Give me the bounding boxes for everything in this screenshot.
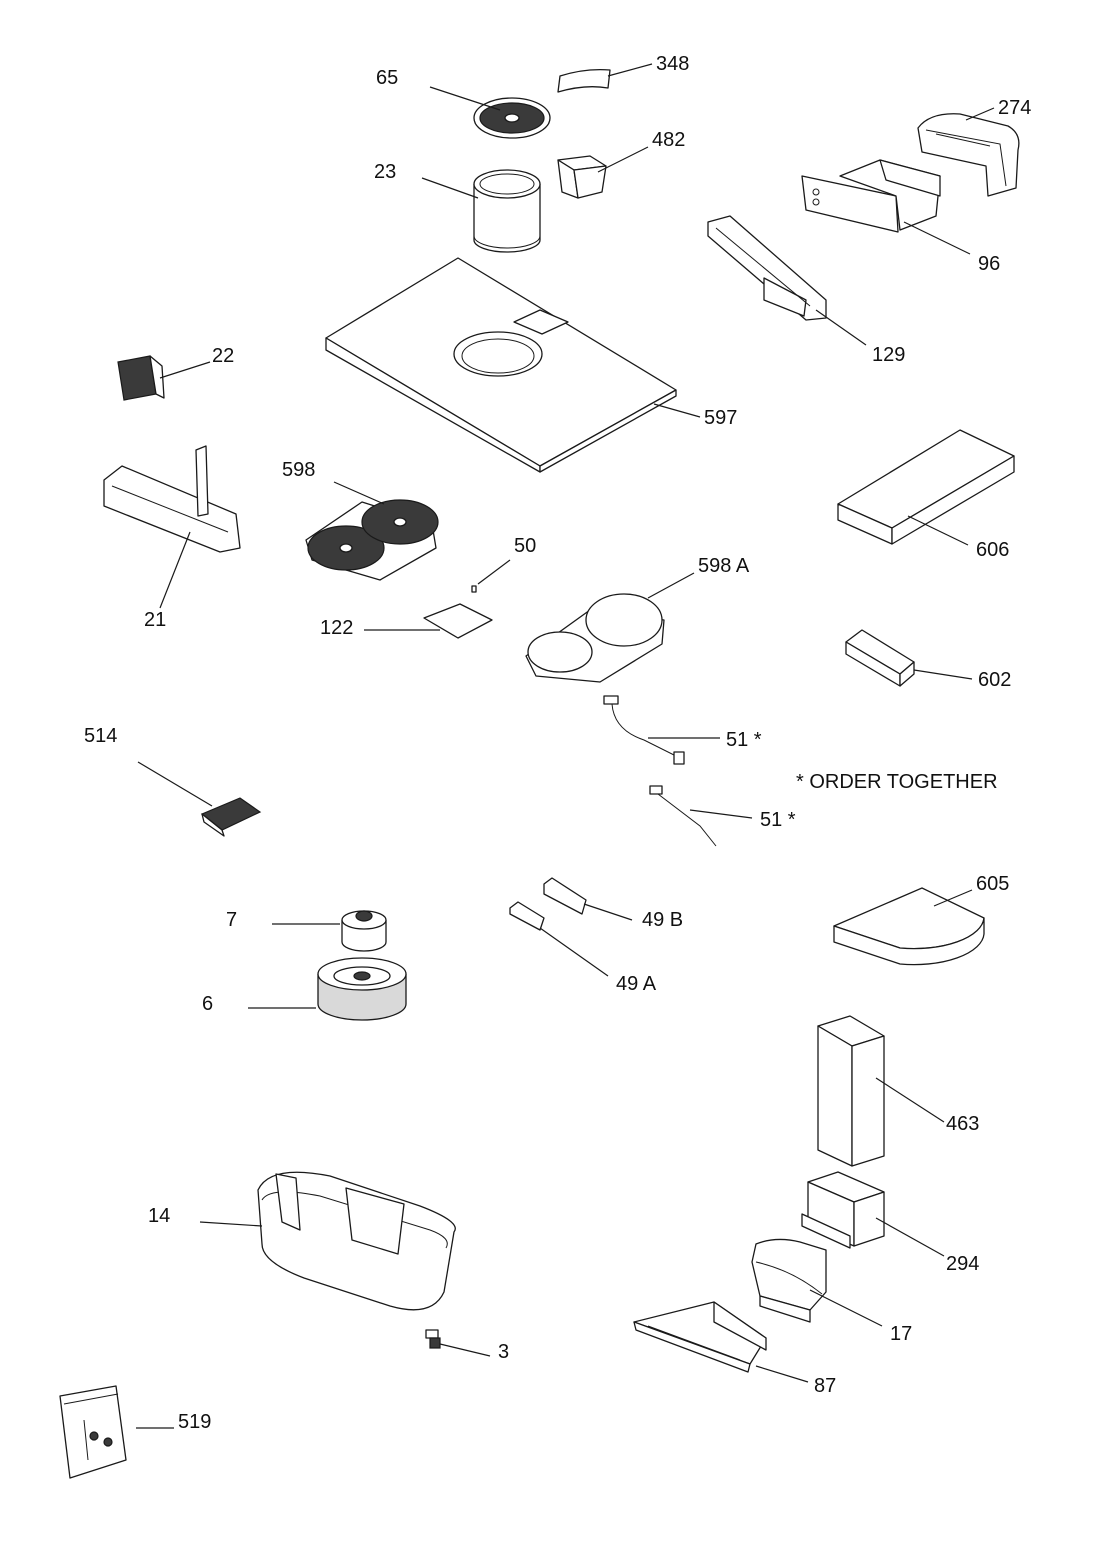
label-598a: 598 A (698, 555, 750, 577)
leader-17 (809, 1289, 883, 1327)
leader-598a (647, 572, 695, 599)
part-96-adapter (801, 159, 941, 233)
part-129-channel (707, 215, 827, 321)
leader-50 (477, 559, 511, 585)
leader-65 (429, 86, 501, 111)
label-49b: 49 B (642, 909, 683, 931)
label-602: 602 (978, 669, 1011, 691)
label-14: 14 (148, 1205, 170, 1227)
leader-463 (875, 1077, 945, 1123)
label-49a: 49 A (616, 973, 657, 995)
part-51-harness-upper (603, 695, 685, 765)
part-7-motor (341, 910, 387, 952)
label-17: 17 (890, 1323, 912, 1345)
part-50-screw (471, 585, 477, 593)
leader-23 (421, 177, 479, 199)
label-6: 6 (202, 993, 213, 1015)
leader-294 (875, 1217, 945, 1257)
leader-22 (159, 361, 211, 379)
part-482-box (557, 155, 607, 199)
label-294: 294 (946, 1253, 979, 1275)
part-598a-coil-unit (525, 593, 665, 683)
label-51-lower: 51 * (760, 809, 796, 831)
label-274: 274 (998, 97, 1031, 119)
part-6-blower-wheel (317, 957, 407, 1021)
label-21: 21 (144, 609, 166, 631)
part-122-control-board (423, 603, 493, 639)
part-519-hardware-bag (59, 1385, 127, 1479)
leader-606 (907, 515, 969, 546)
label-519: 519 (178, 1411, 211, 1433)
part-21-bracket (103, 445, 241, 553)
label-87: 87 (814, 1375, 836, 1397)
label-96: 96 (978, 253, 1000, 275)
label-463: 463 (946, 1113, 979, 1135)
part-602-short-duct (845, 629, 915, 687)
part-51-harness-lower (649, 785, 717, 847)
label-51-upper: 51 * (726, 729, 762, 751)
part-597-cooktop (325, 257, 677, 473)
part-65-grille (473, 97, 551, 139)
part-274-elbow (917, 113, 1020, 197)
leader-274 (965, 107, 995, 121)
part-87-plinth-vent (633, 1301, 767, 1373)
part-22-filter (117, 355, 165, 401)
label-7: 7 (226, 909, 237, 931)
part-463-tall-duct (817, 1015, 885, 1167)
leader-87 (755, 1365, 809, 1383)
leader-598 (333, 481, 385, 505)
leader-49b (583, 903, 633, 921)
leader-605 (933, 889, 973, 907)
label-50: 50 (514, 535, 536, 557)
part-606-flat-duct (837, 429, 1015, 545)
label-122: 122 (320, 617, 353, 639)
label-23: 23 (374, 161, 396, 183)
label-129: 129 (872, 344, 905, 366)
leader-602 (913, 669, 973, 680)
leader-14 (199, 1221, 263, 1227)
part-49a-pcb (509, 901, 545, 931)
label-605: 605 (976, 873, 1009, 895)
leader-514 (137, 761, 213, 807)
part-3-connector (425, 1329, 441, 1349)
leader-49a (539, 927, 609, 977)
leader-482 (597, 146, 649, 173)
leader-348 (607, 63, 653, 77)
leader-51-lower (689, 809, 753, 819)
part-14-housing (257, 1171, 456, 1311)
label-606: 606 (976, 539, 1009, 561)
label-514: 514 (84, 725, 117, 747)
label-348: 348 (656, 53, 689, 75)
part-17-curved-duct (751, 1238, 827, 1323)
label-65: 65 (376, 67, 398, 89)
label-597: 597 (704, 407, 737, 429)
label-22: 22 (212, 345, 234, 367)
part-294-transition (801, 1171, 885, 1249)
part-514-terminal-block (200, 797, 262, 837)
leader-96 (903, 221, 971, 255)
leader-3 (439, 1343, 491, 1357)
order-together-note: * ORDER TOGETHER (796, 771, 998, 793)
label-3: 3 (498, 1341, 509, 1363)
part-348-sheet (557, 68, 611, 93)
part-598-dual-coils (305, 499, 439, 581)
leader-21 (159, 531, 191, 609)
label-482: 482 (652, 129, 685, 151)
label-598: 598 (282, 459, 315, 481)
leader-597 (653, 403, 701, 418)
part-23-cylinder (473, 169, 541, 253)
leader-129 (815, 309, 867, 346)
part-49b-pcb (543, 877, 587, 915)
part-605-flat-elbow (833, 887, 985, 966)
